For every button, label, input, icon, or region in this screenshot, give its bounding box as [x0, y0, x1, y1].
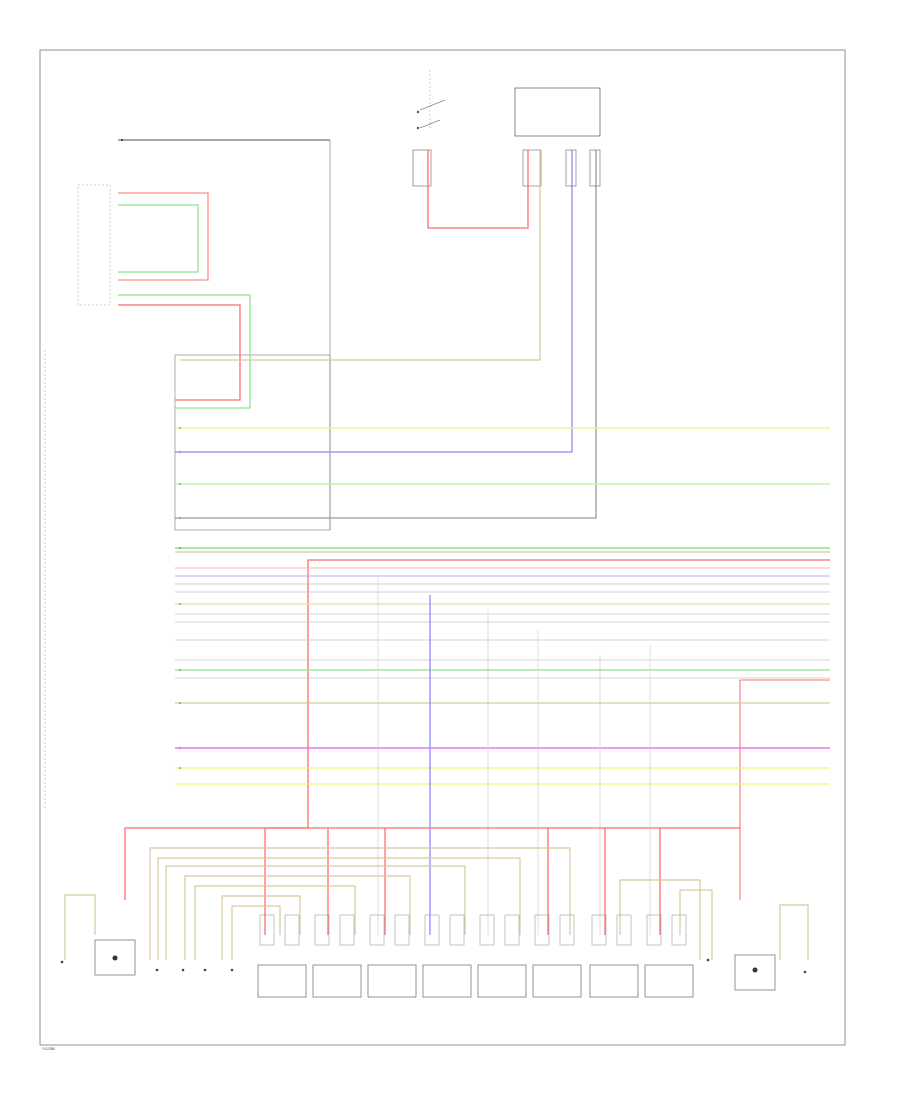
wire-blue-1 [175, 150, 573, 453]
knock-sensor-right [734, 954, 776, 991]
ignition-switch [416, 70, 446, 130]
tan-bundle [64, 847, 809, 960]
wire-green-loop-2 [118, 294, 251, 409]
footer-code: Y1/2388 [42, 1047, 55, 1051]
wire-tan-1 [180, 150, 541, 361]
control-module-top [514, 87, 601, 137]
ecu-box [174, 354, 331, 531]
coil-connectors [259, 914, 687, 946]
left-module-box [77, 184, 111, 306]
ecu-pin-marks [179, 427, 181, 769]
wire-red-loop-1 [118, 192, 209, 281]
knock-sensor-left [94, 939, 136, 976]
wire-red-ignition [427, 150, 529, 229]
ground-symbols [60, 138, 807, 974]
wire-red-right [739, 679, 830, 900]
wire-green-loop-1 [118, 204, 199, 273]
wire-red-bus-main [124, 559, 830, 900]
ignition-coils [257, 964, 694, 998]
diagram-frame [39, 49, 846, 1046]
top-connectors [412, 149, 601, 187]
wire-red-loop-2 [118, 304, 241, 401]
wire-gray-1 [175, 150, 597, 519]
